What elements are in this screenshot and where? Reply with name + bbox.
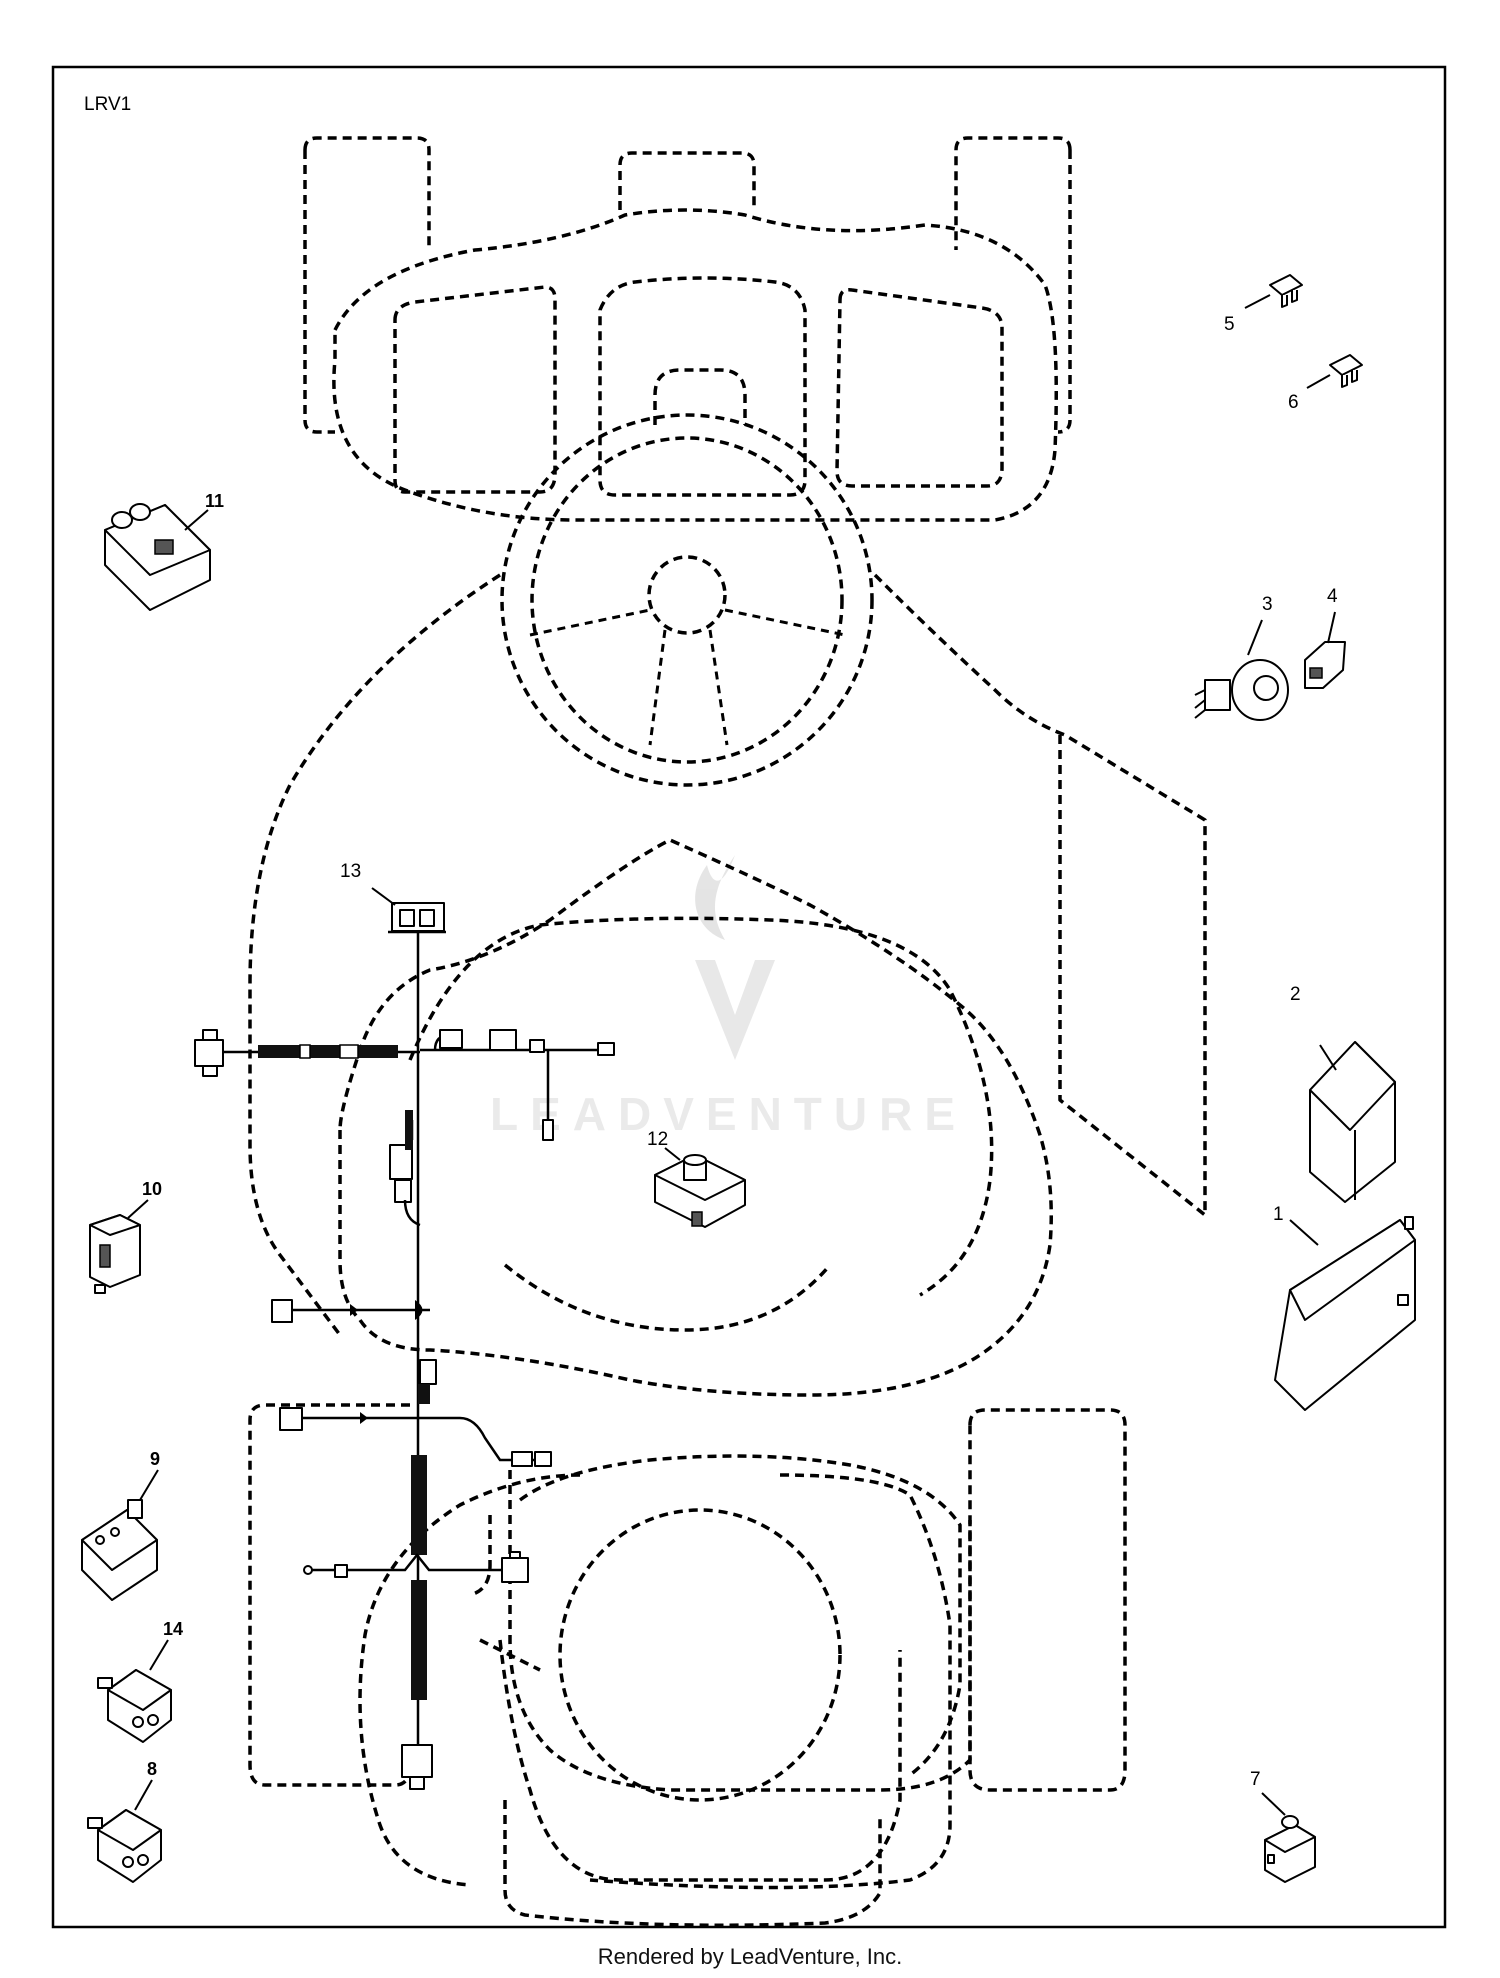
part-6: 6 [1288,354,1363,413]
diagram-frame [51,65,1447,1929]
part-4: 4 [1304,586,1346,689]
callout-1: 1 [1273,1204,1284,1225]
callout-7: 7 [1250,1769,1261,1790]
callout-2: 2 [1290,984,1301,1005]
callout-12: 12 [647,1129,668,1150]
part-10: 10 [89,1179,162,1294]
part-13: 13 [340,861,396,906]
part-14: 14 [97,1619,183,1743]
part-2: 2 [1290,984,1396,1203]
part-8: 8 [87,1759,162,1883]
diagram-id-label: LRV1 [84,94,131,115]
part-11: 11 [104,491,224,611]
callout-4: 4 [1327,586,1338,607]
part-3: 3 [1194,594,1289,721]
part-7: 7 [1250,1769,1316,1883]
callout-9: 9 [150,1449,160,1469]
callout-3: 3 [1262,594,1273,615]
part-9: 9 [81,1449,160,1601]
callout-6: 6 [1288,392,1299,413]
callout-13: 13 [340,861,361,882]
part-5: 5 [1224,274,1303,335]
wiring-harness [194,902,615,1790]
callout-5: 5 [1224,314,1235,335]
mower-outline [248,136,1207,1927]
callout-8: 8 [147,1759,157,1779]
callout-11: 11 [205,491,224,511]
callout-10: 10 [142,1179,162,1199]
watermark-text: LEADVENTURE [490,1088,967,1140]
footer-credit: Rendered by LeadVenture, Inc. [597,1944,903,1969]
part-12: 12 [647,1129,746,1228]
watermark: LEADVENTURE [490,855,967,1140]
callout-14: 14 [163,1619,183,1639]
harness-loom-left [258,1045,398,1058]
part-1: 1 [1273,1204,1416,1411]
harness-loom-lower [411,1455,427,1555]
